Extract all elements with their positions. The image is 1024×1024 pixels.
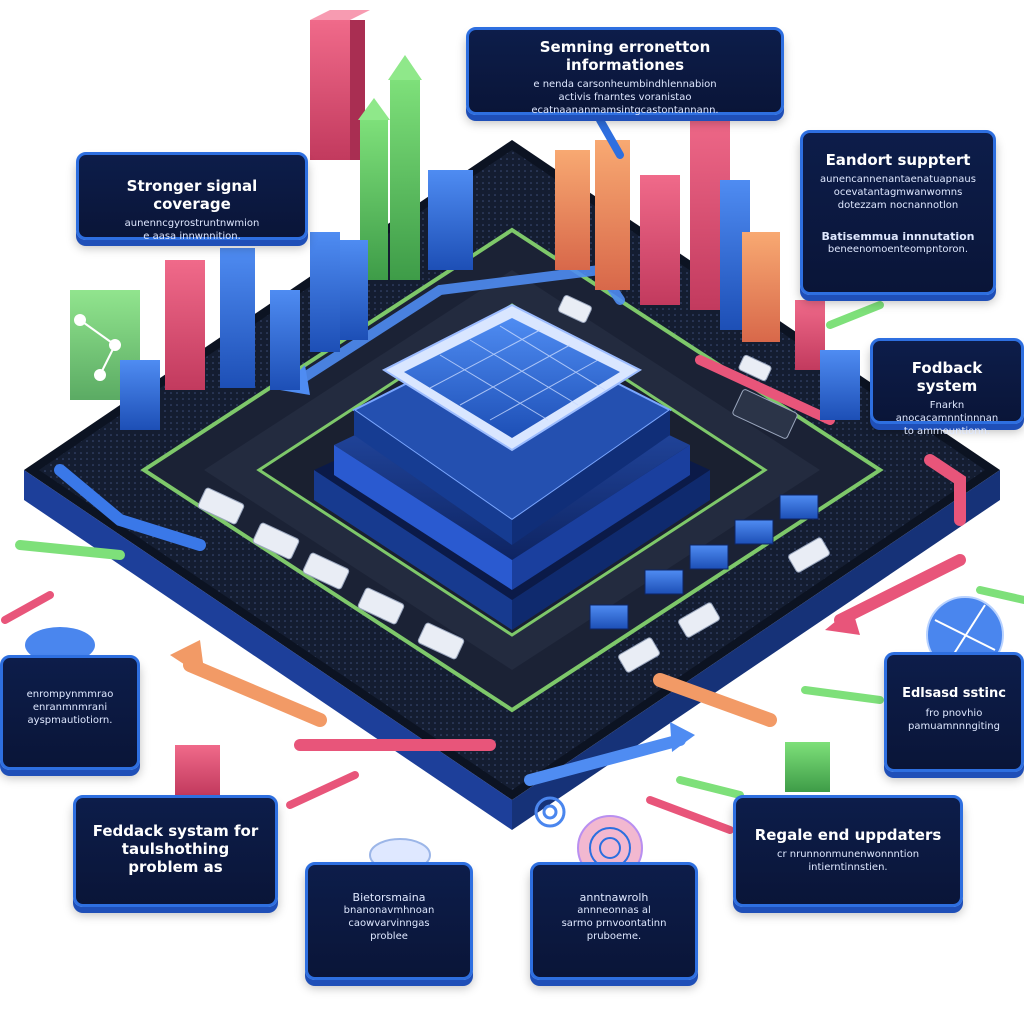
card-right-lower: Edlsasd sstinc fro pnovhio pamuamnnngiti…: [884, 652, 1024, 772]
card-line: intierntinnstien.: [808, 862, 888, 873]
card-bottom-right: Regale end uppdaters cr nrunnonmunenwonn…: [733, 795, 963, 907]
arrow-head-blue-2: [670, 722, 695, 752]
card-bottom-left: Feddack systam for taulshothing problem …: [73, 795, 278, 907]
card-subtitle: Batisemmua innnutation: [821, 230, 975, 243]
card-line: e nenda carsonheumbindhlennabion: [533, 79, 717, 90]
card-title: Feddack systam for taulshothing problem …: [92, 822, 259, 876]
central-building: [314, 303, 710, 630]
card-title: Fodback system: [911, 359, 983, 395]
card-line: ayspmautiotiorn.: [27, 715, 113, 726]
card-line: bnanonavmhnoan: [343, 905, 435, 916]
card-bottom-center-left: Bietorsmaina bnanonavmhnoan caowvarvinng…: [305, 862, 473, 980]
card-left-mid: enrompynmmrao enranmnmrani ayspmautiotio…: [0, 655, 140, 770]
card-right-top: Eandort supptert aunencannenantaenatuapn…: [800, 130, 996, 295]
card-title: Eandort supptert: [825, 151, 971, 169]
vehicles: [197, 294, 830, 673]
card-line: Bietorsmaina: [352, 891, 426, 904]
arrow-head-orange: [170, 640, 205, 678]
card-line: aunencannenantaenatuapnaus: [820, 174, 976, 185]
card-line: Fnarkn anocacamnntinnnan: [895, 400, 999, 424]
card-line: e aasa innwnnition.: [143, 231, 241, 242]
card-line: aunenncgyrostruntnwmion: [124, 218, 260, 229]
card-line: fro pnovhio: [925, 708, 983, 719]
solar-grid: [429, 325, 606, 421]
card-line: pruboeme.: [586, 931, 642, 942]
card-top-center: Semning erronetton informationes e nenda…: [466, 27, 784, 116]
card-line: caowvarvinngas: [348, 918, 430, 929]
network-icon: [74, 314, 121, 381]
card-right-mid: Fodback system Fnarkn anocacamnntinnnan …: [870, 338, 1024, 437]
card-line: dotezzam nocnannotlon: [837, 200, 959, 211]
card-line: beneenomoenteompntoron.: [827, 244, 969, 255]
card-bottom-center-right: anntnawrolh annneonnas al sarmo prnvoont…: [530, 862, 698, 980]
card-title: Regale end uppdaters: [754, 826, 942, 844]
card-line: ecatnaananmamsintgcastontannann.: [531, 105, 719, 116]
wifi-icon: [534, 796, 566, 828]
bar-towers: [70, 10, 860, 795]
card-line: cr nrunnonmunenwonnntion: [776, 849, 920, 860]
flow-arrows: [15, 264, 966, 786]
card-line: ocevatantagmwanwomns: [833, 187, 963, 198]
blue-containers: [589, 494, 819, 630]
card-line: pamuamnnngiting: [908, 721, 1000, 732]
card-line: enrompynmmrao: [26, 689, 114, 700]
card-line: problee: [370, 931, 408, 942]
card-line: activis fnarntes voranistao: [558, 92, 692, 103]
arrow-head-pink: [825, 608, 860, 635]
card-line: enranmnmrani: [32, 702, 108, 713]
card-line: annneonnas al: [577, 905, 651, 916]
card-title: Edlsasd sstinc: [902, 686, 1006, 701]
card-title: Semning erronetton informationes: [539, 38, 711, 74]
card-line: anntnawrolh: [579, 891, 649, 904]
card-top-left: Stronger signal coverage aunenncgyrostru…: [76, 152, 308, 242]
card-line: sarmo prnvoontatinn: [561, 918, 667, 929]
card-line: to ammountionn.: [903, 426, 991, 437]
card-title: Stronger signal coverage: [126, 177, 258, 213]
